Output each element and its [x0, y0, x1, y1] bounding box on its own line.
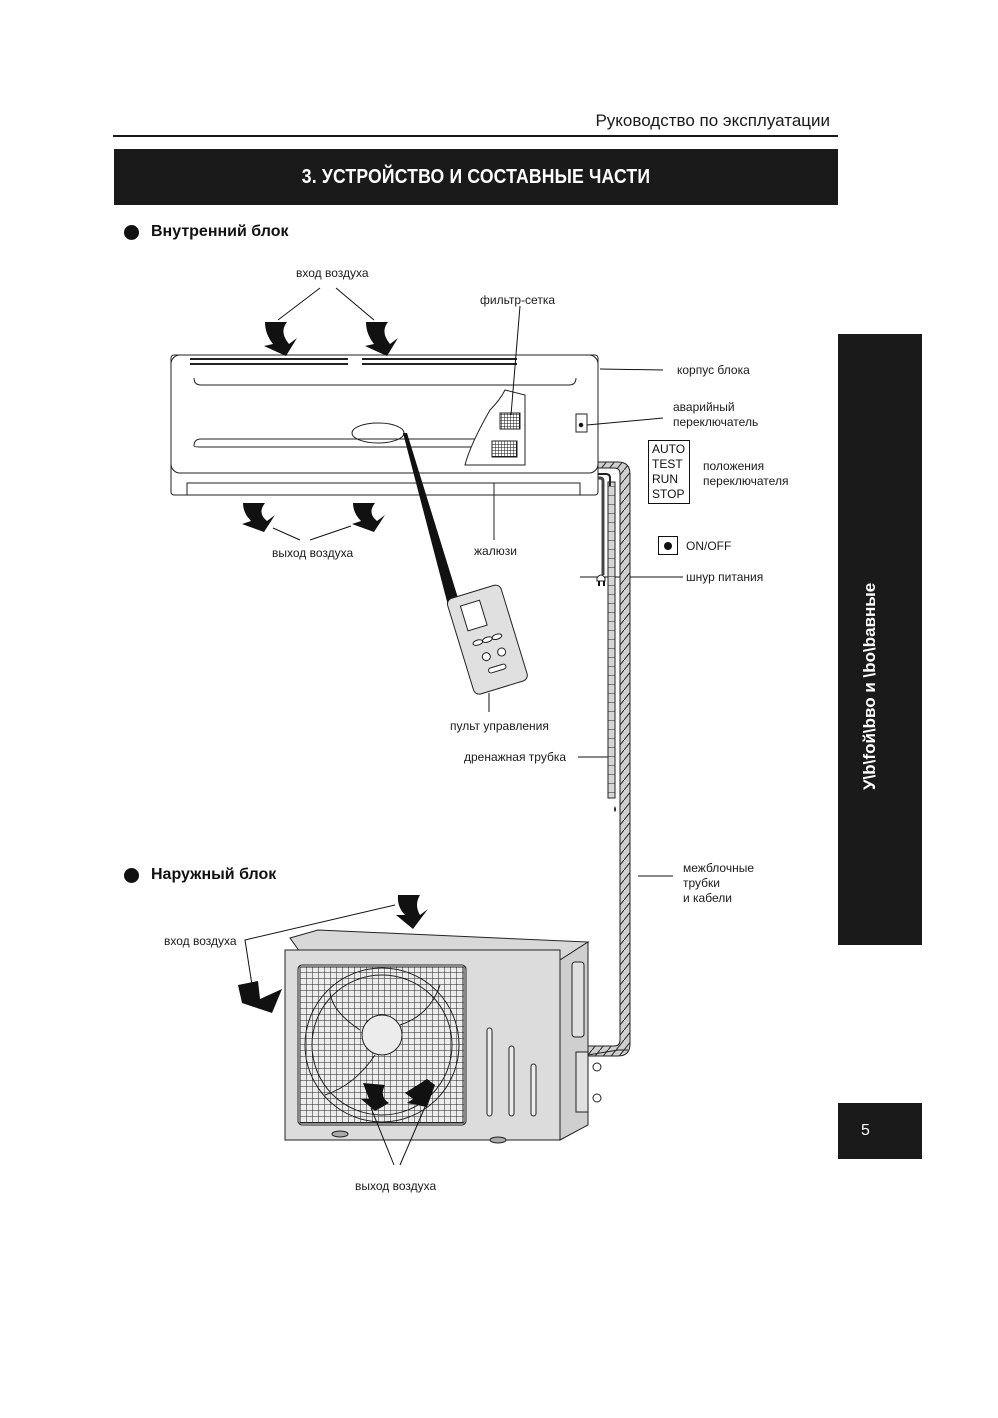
label-air-in-outdoor: вход воздуха — [164, 934, 237, 948]
section-title: 3. УСТРОЙСТВО И СОСТАВНЫЕ ЧАСТИ — [301, 165, 651, 188]
section-banner: 3. УСТРОЙСТВО И СОСТАВНЫЕ ЧАСТИ — [114, 149, 838, 205]
power-cord-drawing — [598, 476, 605, 575]
indoor-unit — [170, 354, 599, 540]
bullet-icon — [124, 224, 139, 240]
header-rule — [113, 135, 838, 137]
outdoor-heading-text: Наружный блок — [151, 866, 277, 883]
running-head: Руководство по эксплуатации — [595, 111, 830, 130]
remote-beam — [403, 433, 462, 613]
outdoor-heading: Наружный блок — [124, 866, 276, 884]
label-louvers: жалюзи — [474, 544, 517, 558]
indoor-heading: Внутренний блок — [124, 223, 288, 241]
label-air-in-indoor: вход воздуха — [296, 266, 369, 280]
page-number: 5 — [861, 1122, 870, 1139]
label-filter: фильтр-сетка — [480, 293, 556, 307]
mode-stop: STOP — [652, 487, 685, 501]
mode-auto: AUTO — [652, 442, 686, 456]
label-remote: пульт управления — [450, 719, 549, 733]
page-number-box: 5 — [838, 1103, 922, 1159]
label-emergency-switch: аварийный переключатель — [673, 400, 759, 429]
mode-run: RUN — [652, 472, 678, 486]
label-body: корпус блока — [677, 363, 750, 377]
outdoor-unit — [284, 929, 602, 1144]
mode-test: TEST — [652, 457, 683, 471]
bullet-icon — [124, 867, 139, 883]
onoff-button-icon — [658, 536, 678, 555]
label-air-out-outdoor: выход воздуха — [355, 1179, 437, 1193]
label-switch-positions: положения переключателя — [703, 459, 789, 488]
label-power-cord: шнур питания — [686, 570, 764, 584]
side-tab-text: У\b\fой\bво и \bо\bавные — [860, 582, 879, 790]
switch-modes-box: AUTO TEST RUN STOP — [648, 440, 690, 504]
airflow-arrows-indoor — [242, 322, 398, 532]
label-air-out-indoor: выход воздуха — [272, 546, 354, 560]
side-tab — [838, 334, 922, 945]
label-drain: дренажная трубка — [464, 750, 567, 764]
label-interconnect: межблочные трубки и кабели — [683, 861, 755, 905]
remote-control-drawing — [446, 584, 528, 695]
airflow-arrows-outdoor — [238, 895, 435, 1111]
drain-pipe — [607, 481, 616, 799]
label-on-off: ON/OFF — [686, 539, 732, 553]
indoor-heading-text: Внутренний блок — [151, 223, 289, 240]
